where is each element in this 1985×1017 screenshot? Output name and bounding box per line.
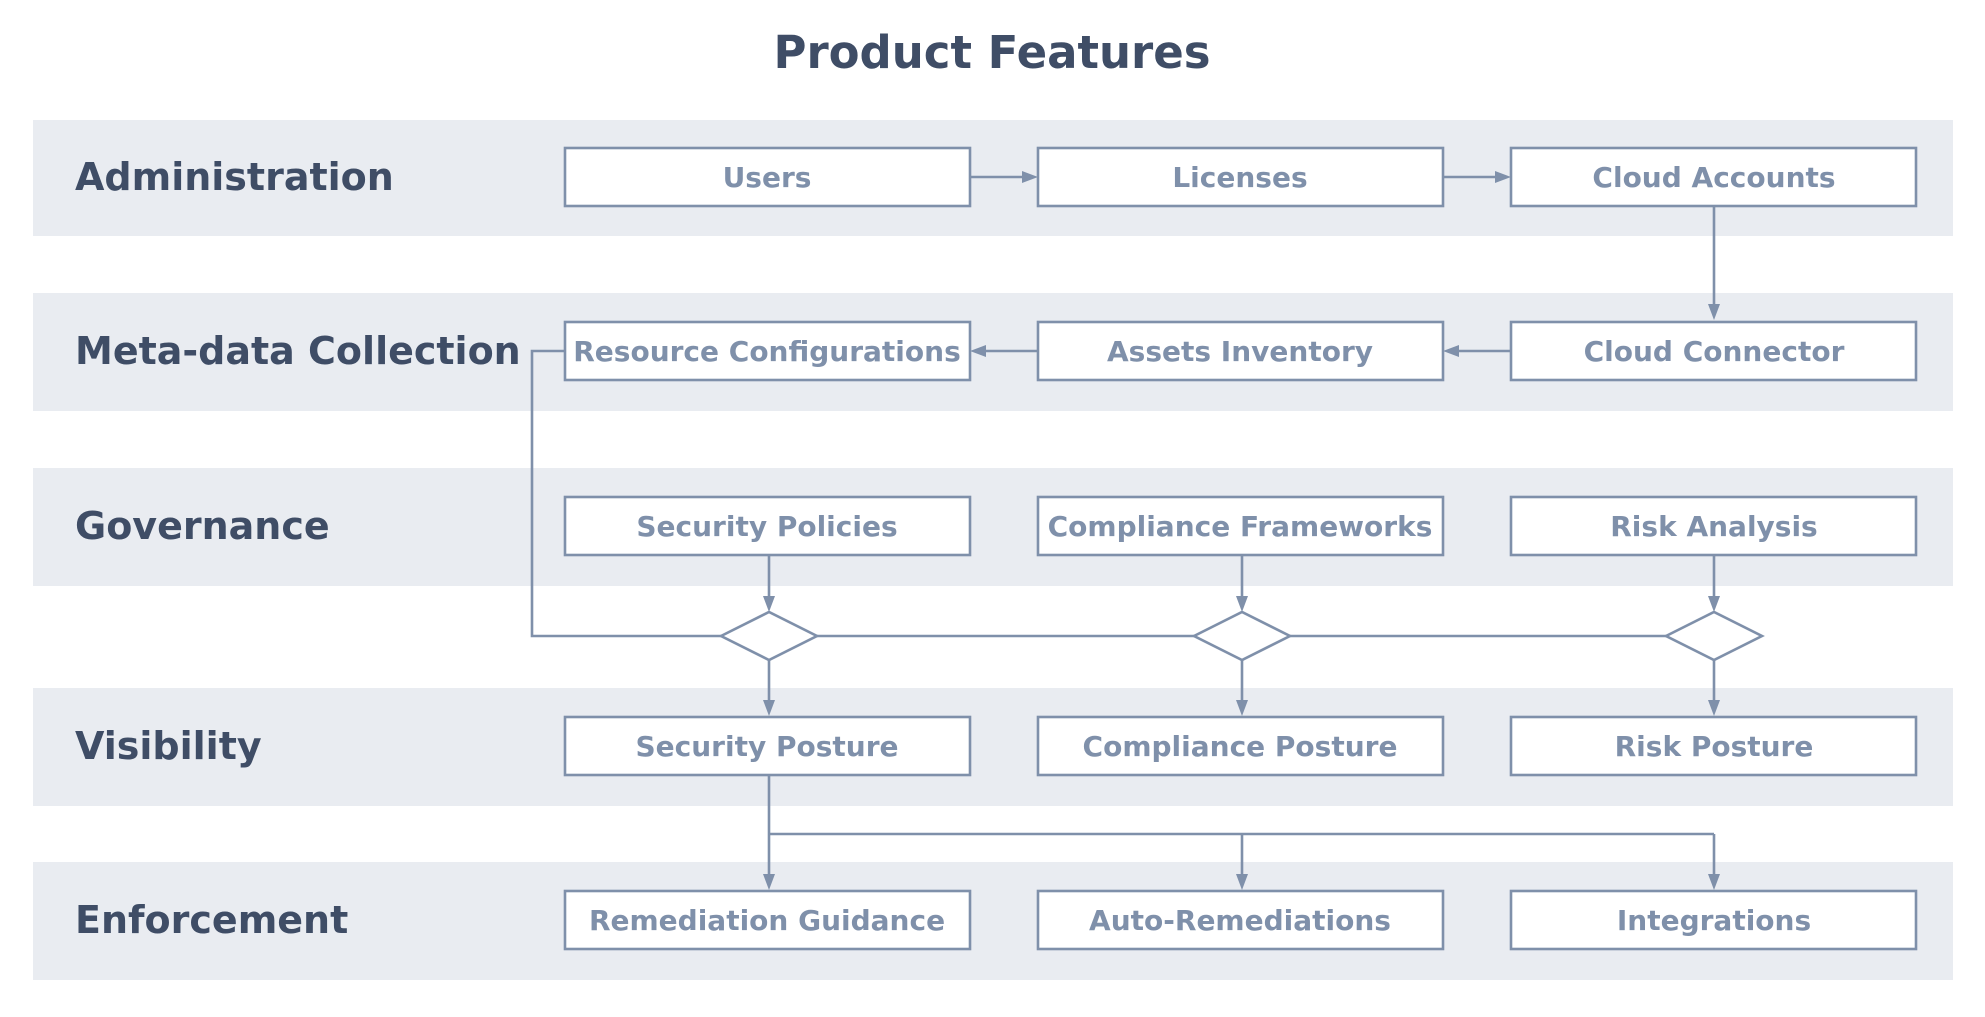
node-remediation-guidance: Remediation Guidance — [589, 904, 945, 937]
node-risk-analysis-box — [1509, 495, 1918, 557]
arrowhead — [1708, 874, 1720, 890]
node-users: Users — [723, 161, 812, 194]
edge-resource-configurations-bus — [530, 349, 721, 638]
lane-label-visibility: Visibility — [75, 724, 262, 768]
arrowhead — [1495, 171, 1511, 183]
node-cloud-accounts-box — [1509, 146, 1918, 208]
arrowhead — [1708, 700, 1720, 716]
arrowhead — [1708, 596, 1720, 612]
arrowhead — [970, 345, 986, 357]
arrowhead — [1708, 304, 1720, 320]
connectors — [530, 171, 1720, 890]
lane-label-governance: Governance — [75, 504, 330, 548]
node-risk-posture: Risk Posture — [1615, 730, 1814, 763]
node-compliance-frameworks-box — [1036, 495, 1445, 557]
node-risk-analysis: Risk Analysis — [1610, 510, 1817, 543]
node-security-posture-box — [563, 715, 972, 777]
node-assets-inventory-box — [1036, 320, 1445, 382]
lane-label-meta-data-collection: Meta-data Collection — [75, 329, 521, 373]
arrowhead — [1022, 171, 1038, 183]
node-users-box — [563, 146, 972, 208]
node-compliance-frameworks: Compliance Frameworks — [1048, 510, 1433, 543]
node-auto-remediations-box — [1036, 889, 1445, 951]
node-cloud-connector-box — [1509, 320, 1918, 382]
node-licenses: Licenses — [1172, 161, 1307, 194]
node-resource-configurations-box — [563, 320, 972, 382]
node-auto-remediations: Auto-Remediations — [1089, 904, 1391, 937]
node-compliance-posture: Compliance Posture — [1083, 730, 1398, 763]
arrowhead — [763, 874, 775, 890]
node-cloud-connector: Cloud Connector — [1584, 335, 1845, 368]
arrowhead — [1443, 345, 1459, 357]
node-remediation-guidance-box — [563, 889, 972, 951]
node-licenses-box — [1036, 146, 1445, 208]
arrowhead — [1236, 874, 1248, 890]
node-security-posture: Security Posture — [635, 730, 898, 763]
node-resource-configurations: Resource Configurations — [573, 335, 961, 368]
merge-diamond-risk — [1663, 610, 1765, 662]
node-security-policies-box — [563, 495, 972, 557]
arrowhead — [763, 700, 775, 716]
diagram-title: Product Features — [773, 26, 1210, 79]
lane-label-enforcement: Enforcement — [75, 898, 348, 942]
lane-label-administration: Administration — [75, 155, 394, 199]
node-risk-posture-box — [1509, 715, 1918, 777]
node-assets-inventory: Assets Inventory — [1107, 335, 1373, 368]
arrowhead — [1236, 700, 1248, 716]
node-compliance-posture-box — [1036, 715, 1445, 777]
node-security-policies: Security Policies — [636, 510, 897, 543]
arrowhead — [1236, 596, 1248, 612]
merge-diamond-compliance — [1191, 610, 1293, 662]
node-cloud-accounts: Cloud Accounts — [1592, 161, 1835, 194]
merge-diamond-security — [718, 610, 820, 662]
arrowhead — [763, 596, 775, 612]
node-integrations-box — [1509, 889, 1918, 951]
node-integrations: Integrations — [1617, 904, 1811, 937]
